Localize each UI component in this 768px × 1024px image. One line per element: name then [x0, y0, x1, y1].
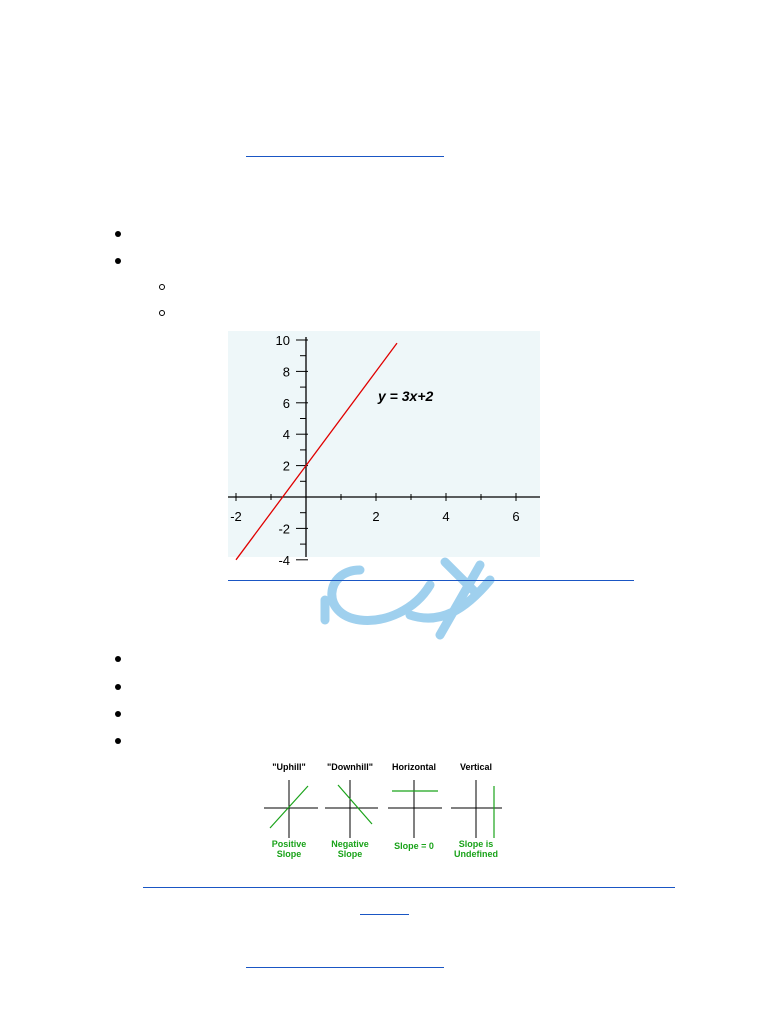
series-line	[235, 342, 398, 561]
slope-caption-negative-1: Negative	[331, 839, 369, 849]
x-tick-label: 2	[372, 509, 379, 524]
y-tick-label: 2	[283, 459, 290, 474]
list-bullet-4	[115, 684, 121, 690]
sub-bullet-2	[159, 310, 165, 316]
list-bullet-2	[115, 258, 121, 264]
slope-types-figure: "Uphill" "Downhill" Horizontal Vertical …	[264, 762, 502, 859]
sub-bullet-1	[159, 284, 165, 290]
slope-caption-positive-2: Slope	[277, 849, 302, 859]
link-short[interactable]	[360, 914, 409, 915]
slope-panel-horizontal	[388, 780, 442, 838]
y-tick-label: 8	[283, 364, 290, 379]
slope-caption-undefined-1: Slope is	[459, 839, 494, 849]
slope-caption-negative-2: Slope	[338, 849, 363, 859]
y-tick-label: 4	[283, 427, 290, 442]
slope-header-horizontal: Horizontal	[392, 762, 436, 772]
slope-panel-vertical	[451, 780, 502, 838]
line-chart: -2 2 4 6 10 8 6 4 2 -2 -4 y = 3x+2	[228, 331, 540, 568]
slope-panel-downhill	[325, 780, 378, 838]
slope-caption-zero: Slope = 0	[394, 841, 434, 851]
list-bullet-5	[115, 711, 121, 717]
slope-panel-uphill	[264, 780, 318, 838]
list-bullet-1	[115, 231, 121, 237]
link-top[interactable]	[246, 156, 444, 157]
y-tick-label: -2	[278, 521, 290, 536]
list-bullet-6	[115, 738, 121, 744]
slope-header-vertical: Vertical	[460, 762, 492, 772]
x-tick-label: 6	[512, 509, 519, 524]
slope-caption-undefined-2: Undefined	[454, 849, 498, 859]
link-below-figure[interactable]	[143, 887, 675, 888]
y-tick-label: -4	[278, 553, 290, 568]
equation-label: y = 3x+2	[377, 388, 433, 404]
y-tick-label: 10	[276, 333, 290, 348]
x-tick-label: -2	[230, 509, 242, 524]
chart-background	[228, 331, 540, 557]
link-below-chart[interactable]	[228, 580, 634, 581]
slope-caption-positive-1: Positive	[272, 839, 307, 849]
slope-header-uphill: "Uphill"	[272, 762, 306, 772]
list-bullet-3	[115, 656, 121, 662]
x-tick-label: 4	[442, 509, 449, 524]
y-tick-label: 6	[283, 396, 290, 411]
slope-header-downhill: "Downhill"	[327, 762, 373, 772]
link-bottom[interactable]	[246, 967, 444, 968]
